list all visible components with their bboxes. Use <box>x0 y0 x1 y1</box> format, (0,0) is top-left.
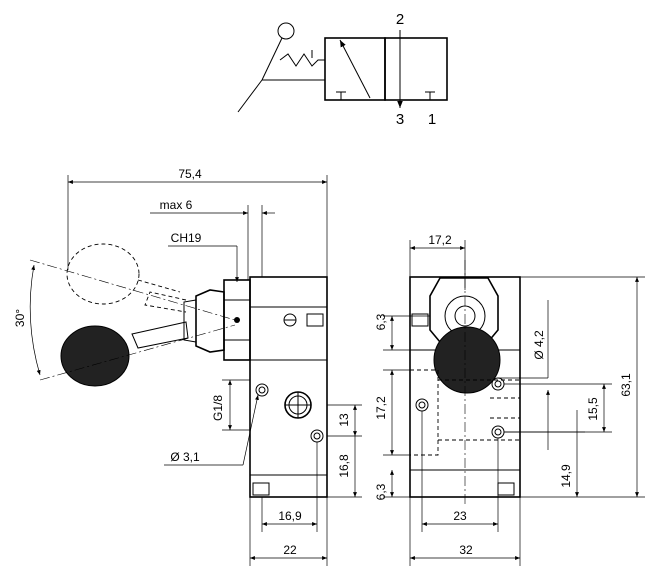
dim-left-6-3-top: 6,3 <box>374 313 388 330</box>
lever-knob-alt <box>66 243 140 305</box>
symbol-box-right <box>384 37 448 101</box>
dim-width-22: 22 <box>283 543 297 557</box>
side-hole-top <box>255 383 269 397</box>
side-view: 30° 75,4 max 6 CH19 G1/8 Ø 3,1 13 16,8 <box>13 167 362 566</box>
lever-bushing <box>195 289 225 353</box>
dim-height-15-5: 15,5 <box>586 397 600 421</box>
dim-height-13: 13 <box>337 413 351 427</box>
dim-offset-17-2-top: 17,2 <box>428 233 452 247</box>
front-hole-right-bottom <box>491 425 505 439</box>
dim-left-6-3-bottom: 6,3 <box>374 483 388 500</box>
front-view: 17,2 6,3 17,2 6,3 Ø 4,2 63,1 15,5 14,9 <box>374 233 645 566</box>
dim-overall-length: 75,4 <box>178 167 202 181</box>
dim-height-16-8: 16,8 <box>337 454 351 478</box>
valve-symbol: 2 3 1 <box>237 11 448 128</box>
symbol-flow-arrow-diagonal <box>339 39 371 99</box>
dim-width-23: 23 <box>453 509 467 523</box>
dim-dia-4-2: Ø 4,2 <box>532 330 546 360</box>
dim-max-stroke: max 6 <box>160 198 193 212</box>
dim-height-14-9: 14,9 <box>559 464 573 488</box>
dim-port-thread: G1/8 <box>211 395 225 421</box>
port-label-2: 2 <box>396 11 404 28</box>
dim-hole-dia: Ø 3,1 <box>170 450 200 464</box>
dim-width-32: 32 <box>459 543 473 557</box>
port-label-3: 3 <box>396 111 404 128</box>
front-knob <box>433 326 501 394</box>
side-body <box>249 276 328 498</box>
side-hole-bottom <box>310 429 324 443</box>
dim-left-17-2: 17,2 <box>374 396 388 420</box>
front-hole-left <box>415 398 429 412</box>
lever-shaft <box>131 321 189 349</box>
dim-width-16-9: 16,9 <box>278 509 302 523</box>
symbol-spring <box>279 53 325 67</box>
dim-angle: 30° <box>13 309 27 327</box>
symbol-lever-ball <box>277 22 295 40</box>
dim-hex: CH19 <box>171 231 202 245</box>
dim-height-63-1: 63,1 <box>619 373 633 397</box>
port-label-1: 1 <box>428 111 436 128</box>
lever-knob <box>60 325 130 387</box>
